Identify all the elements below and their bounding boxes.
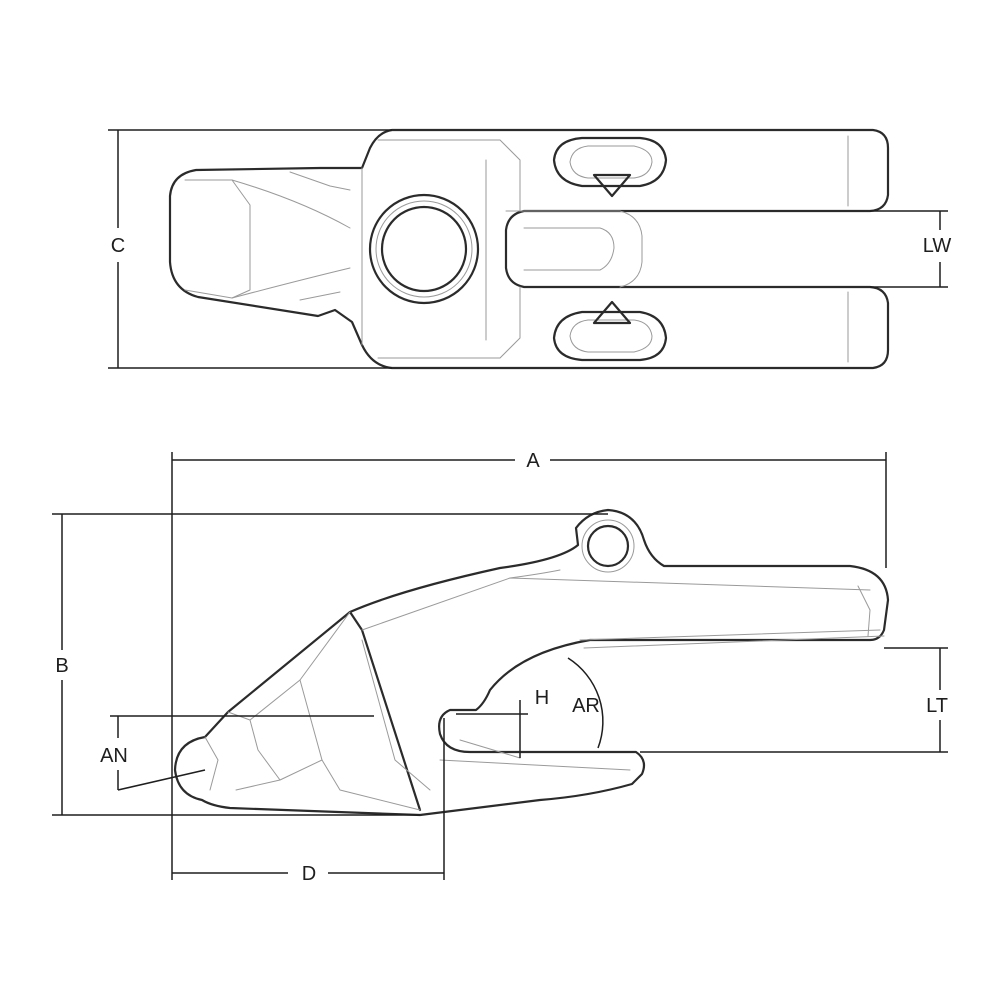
dimension-labels: C LW A B D H AR AN LT [55, 235, 951, 885]
dim-label-lw: LW [923, 235, 952, 257]
dim-label-an: AN [100, 745, 128, 767]
dimension-lines [52, 129, 948, 880]
dim-label-lt: LT [926, 695, 948, 717]
dim-label-c: C [111, 235, 125, 257]
dim-label-d: D [302, 863, 316, 885]
dim-label-a: A [526, 450, 540, 472]
top-view [168, 128, 890, 370]
side-view [173, 508, 890, 817]
dim-label-b: B [55, 655, 68, 677]
dim-label-h: H [535, 687, 549, 709]
dim-label-ar: AR [572, 695, 600, 717]
